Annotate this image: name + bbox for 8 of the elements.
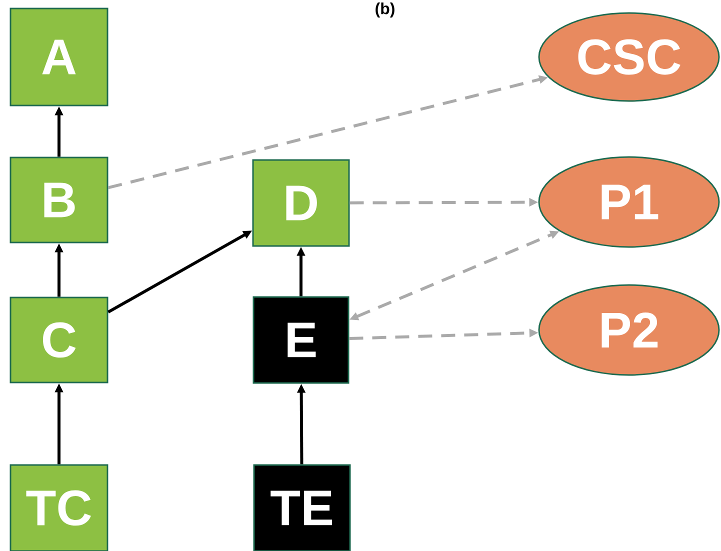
process-box: E [252,296,350,384]
process-box: B [10,156,108,244]
process-box: A [10,8,108,106]
process-box: TC [10,464,108,551]
process-box: C [10,296,108,384]
figure-title: (b) [376,2,394,18]
process-box: D [252,159,350,247]
process-box: TE [253,464,351,551]
